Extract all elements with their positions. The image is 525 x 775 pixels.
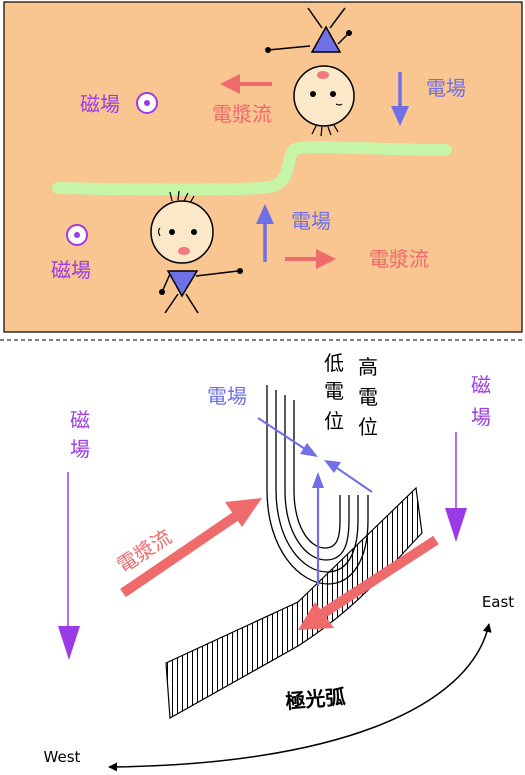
top-panel: 磁場 磁場 電漿流 電漿流 電場 電場 (3, 1, 523, 333)
magnetic-field-label: 磁場 (51, 258, 91, 282)
person (150, 190, 243, 314)
magnetic-field-label-left: 磁 場 (70, 408, 90, 461)
svg-text:高: 高 (358, 355, 378, 379)
shirt-icon (166, 270, 199, 298)
magnetic-field-label-right: 磁 場 (471, 373, 491, 429)
svg-text:位: 位 (358, 415, 378, 439)
svg-text:低: 低 (324, 351, 344, 375)
svg-text:電: 電 (358, 385, 378, 409)
electric-field-arrow-down (391, 72, 409, 126)
magnetic-field-out-icon (136, 92, 158, 114)
plasma-flow-arrow (120, 498, 262, 598)
magnetic-field-arrow-left (58, 472, 80, 660)
svg-text:電: 電 (324, 379, 344, 403)
upside-down-person (265, 7, 355, 137)
magnetic-field-out-icon (66, 224, 88, 246)
bottom-panel: 磁 場 磁 場 電場 低 電 位 高 電 位 電漿流 極光弧 East West (44, 351, 514, 772)
svg-text:磁: 磁 (471, 373, 491, 397)
east-west-arrow (108, 623, 492, 772)
electric-field-label: 電場 (291, 209, 331, 233)
plasma-flow-arrow-right (285, 249, 336, 269)
svg-text:磁: 磁 (70, 408, 90, 432)
shirt-icon (310, 25, 342, 53)
plasma-boundary-line (52, 141, 452, 196)
plasma-flow-label: 電漿流 (212, 102, 272, 126)
face-icon (293, 65, 355, 127)
west-label: West (44, 748, 81, 766)
electric-field-arrow-up (256, 204, 274, 262)
face-icon (150, 200, 214, 264)
high-potential-label: 高 電 位 (358, 355, 378, 439)
electric-field-label: 電場 (426, 76, 466, 100)
magnetic-field-arrow-right (445, 432, 467, 542)
low-potential-label: 低 電 位 (324, 351, 344, 433)
electric-field-label: 電場 (207, 384, 247, 408)
auroral-arc-band (165, 486, 423, 719)
equipotential-lines (266, 385, 369, 585)
svg-text:場: 場 (471, 405, 491, 429)
auroral-arc-label: 極光弧 (283, 684, 346, 713)
plasma-flow-arrow (298, 535, 439, 630)
magnetic-field-label: 磁場 (80, 92, 120, 116)
electric-field-arrows (257, 417, 373, 586)
plasma-flow-label: 電漿流 (369, 247, 429, 271)
plasma-flow-label: 電漿流 (112, 525, 175, 578)
top-panel-background (3, 1, 523, 333)
svg-text:場: 場 (70, 437, 90, 461)
plasma-flow-arrow-left (220, 74, 272, 94)
east-label: East (482, 593, 514, 611)
svg-text:位: 位 (324, 409, 344, 433)
